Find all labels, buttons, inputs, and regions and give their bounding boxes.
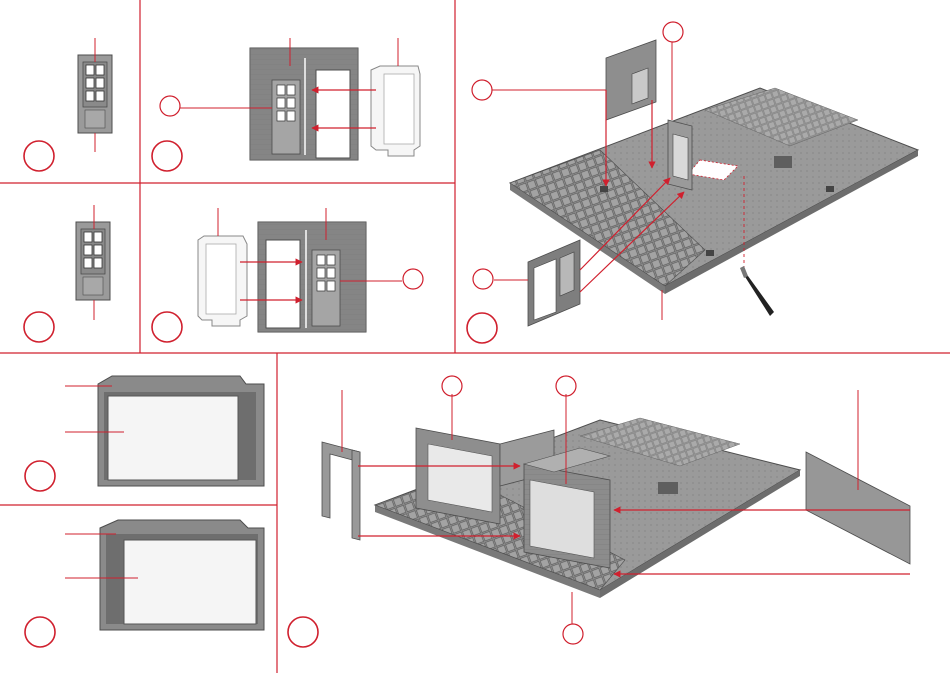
final-assembly-5 bbox=[322, 376, 910, 644]
wall-panel-icon bbox=[258, 222, 366, 332]
wall-panel-icon bbox=[606, 0, 656, 120]
step-circle-5 bbox=[288, 617, 318, 647]
window-glazing-icon bbox=[108, 396, 238, 480]
doorframe-icon bbox=[322, 442, 360, 540]
wall-panel-icon bbox=[528, 240, 580, 326]
door-part-1a bbox=[78, 38, 112, 152]
wall-panel-icon bbox=[250, 48, 358, 160]
step-circle-2a bbox=[152, 141, 182, 171]
base-plate-assembly-3 bbox=[472, 0, 918, 326]
window-glazing-icon bbox=[124, 540, 256, 624]
window-frame-4a bbox=[65, 376, 264, 486]
wall-assembly-2a bbox=[160, 38, 420, 160]
step-circle-4a bbox=[25, 461, 55, 491]
step-circle-1a bbox=[24, 141, 54, 171]
wall-assembly-2b bbox=[198, 208, 423, 332]
window-glazing-icon bbox=[371, 66, 420, 156]
step-circle-1b bbox=[24, 312, 54, 342]
doorframe-icon bbox=[668, 120, 692, 190]
step-circle-3 bbox=[467, 313, 497, 343]
door-part-1b bbox=[76, 205, 110, 320]
step-circle-4b bbox=[25, 617, 55, 647]
window-frame-4b bbox=[65, 520, 264, 630]
window-glazing-icon bbox=[198, 236, 247, 326]
step-circle-2b bbox=[152, 312, 182, 342]
